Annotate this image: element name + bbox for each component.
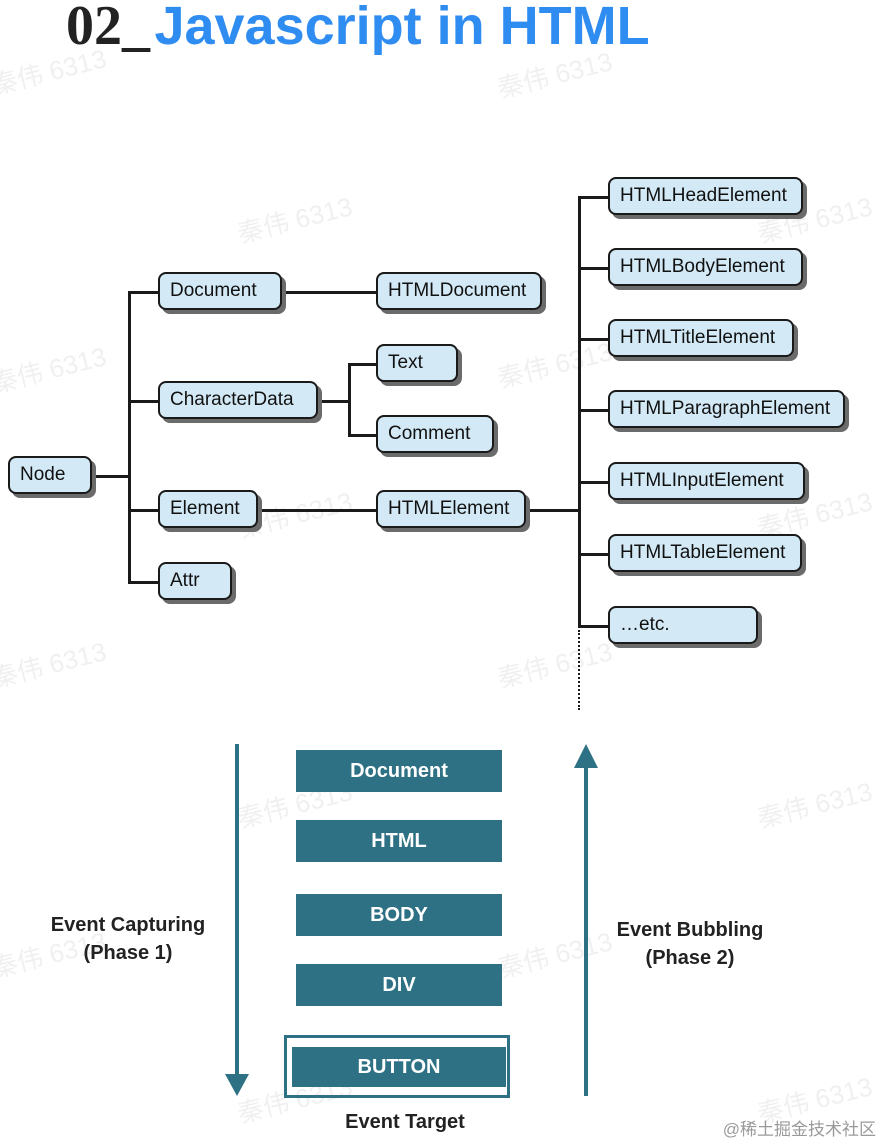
- event-layer-html: HTML: [296, 820, 502, 862]
- connector: [578, 196, 581, 628]
- connector: [578, 625, 610, 628]
- event-target-frame: [284, 1035, 510, 1098]
- connector: [524, 509, 580, 512]
- connector: [578, 481, 610, 484]
- connector: [128, 291, 131, 583]
- connector: [578, 409, 610, 412]
- node-element: Element: [158, 490, 258, 528]
- bubbling-arrow: [574, 744, 598, 1096]
- event-layer-body: BODY: [296, 894, 502, 936]
- node-comment: Comment: [376, 415, 494, 453]
- watermark: 秦伟 6313: [234, 191, 356, 249]
- capturing-phase: (Phase 1): [83, 942, 173, 964]
- node-text: Text: [376, 344, 458, 382]
- connector: [90, 475, 130, 478]
- title-text: Javascript in HTML: [154, 0, 650, 56]
- node-htmltableelement: HTMLTableElement: [608, 534, 802, 572]
- connector: [128, 291, 160, 294]
- connector: [578, 553, 610, 556]
- node-htmlbodyelement: HTMLBodyElement: [608, 248, 803, 286]
- page-title: 02_ Javascript in HTML: [66, 0, 650, 58]
- connector: [280, 291, 378, 294]
- bubbling-phase: (Phase 2): [645, 947, 735, 969]
- node-htmlheadelement: HTMLHeadElement: [608, 177, 803, 215]
- node-attr: Attr: [158, 562, 232, 600]
- connector: [128, 400, 160, 403]
- event-target-button: BUTTON: [292, 1047, 506, 1087]
- bubbling-title: Event Bubbling: [616, 919, 764, 941]
- node-characterdata: CharacterData: [158, 381, 318, 419]
- connector: [348, 434, 378, 437]
- event-capturing-label: Event Capturing (Phase 1): [28, 911, 228, 967]
- footer-watermark: @稀土掘金技术社区: [722, 1120, 876, 1139]
- watermark: 秦伟 6313: [494, 636, 616, 694]
- title-prefix: 02_: [66, 0, 150, 57]
- watermark: 秦伟 6313: [754, 776, 876, 834]
- event-bubbling-label: Event Bubbling (Phase 2): [598, 916, 782, 972]
- node-htmlelement: HTMLElement: [376, 490, 526, 528]
- capturing-title: Event Capturing: [50, 914, 206, 936]
- watermark: 秦伟 6313: [494, 336, 616, 394]
- node-htmlparagraphelement: HTMLParagraphElement: [608, 390, 845, 428]
- event-layer-div: DIV: [296, 964, 502, 1006]
- node-htmlinputelement: HTMLInputElement: [608, 462, 805, 500]
- watermark: 秦伟 6313: [0, 636, 110, 694]
- connector: [348, 363, 351, 436]
- connector: [128, 581, 160, 584]
- connector: [348, 363, 378, 366]
- event-layer-document: Document: [296, 750, 502, 792]
- watermark: 秦伟 6313: [0, 341, 110, 399]
- node-htmltitleelement: HTMLTitleElement: [608, 319, 794, 357]
- continuation-dots: [578, 630, 580, 710]
- capturing-arrow: [225, 744, 249, 1096]
- node-htmldocument: HTMLDocument: [376, 272, 542, 310]
- node-node: Node: [8, 456, 92, 494]
- node-document: Document: [158, 272, 282, 310]
- node-etc: …etc.: [608, 606, 758, 644]
- connector: [578, 267, 610, 270]
- connector: [578, 338, 610, 341]
- connector: [128, 509, 160, 512]
- event-target-label: Event Target: [345, 1111, 465, 1133]
- connector: [578, 196, 610, 199]
- connector: [256, 509, 378, 512]
- connector: [316, 400, 350, 403]
